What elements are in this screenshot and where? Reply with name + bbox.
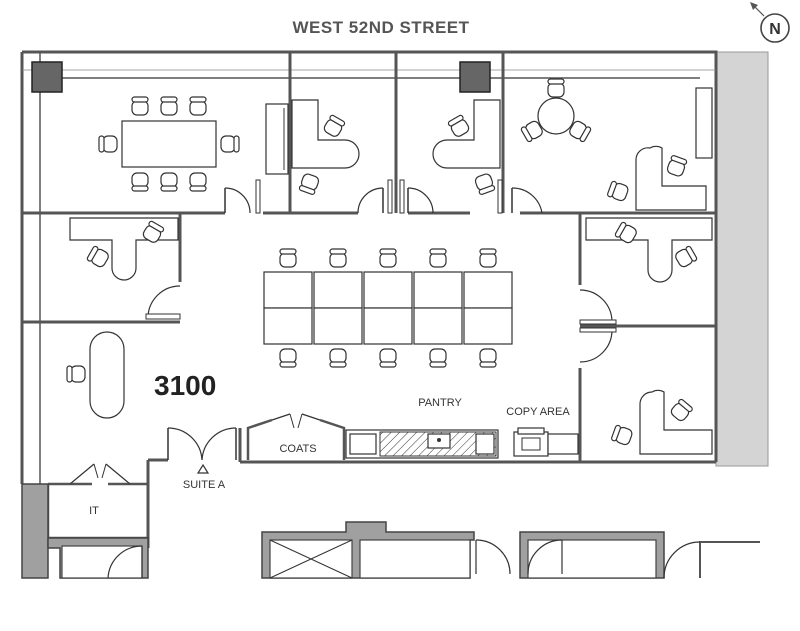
office-2	[432, 99, 501, 196]
it-room: IT	[46, 463, 148, 540]
interior-walls	[22, 52, 716, 548]
label-pantry: PANTRY	[418, 397, 462, 409]
coats-closet: COATS	[246, 413, 346, 460]
copy-area: COPY AREA	[506, 406, 579, 457]
doors	[145, 179, 617, 461]
conference-room	[98, 96, 240, 192]
label-coats: COATS	[279, 443, 316, 455]
suite-number: 3100	[154, 370, 216, 401]
core-southwest	[21, 483, 149, 579]
entrance-label: SUITE A	[183, 479, 226, 491]
office-ne	[519, 78, 713, 211]
office-east-2	[610, 389, 713, 455]
reception	[66, 331, 125, 419]
office-west	[69, 217, 179, 281]
label-copy-area: COPY AREA	[506, 406, 570, 418]
label-it: IT	[89, 505, 99, 517]
compass-letter: N	[769, 21, 781, 38]
core-south	[261, 521, 760, 579]
street-label: WEST 52ND STREET	[292, 18, 469, 37]
entrance-marker-icon	[196, 463, 210, 474]
column-n	[459, 61, 491, 93]
right-shaft	[715, 51, 769, 467]
open-workstations	[263, 248, 513, 368]
office-east-1	[585, 217, 713, 283]
north-compass: N	[750, 2, 790, 43]
pantry: PANTRY	[345, 397, 499, 459]
column-nw	[31, 61, 63, 93]
office-1	[265, 99, 360, 196]
